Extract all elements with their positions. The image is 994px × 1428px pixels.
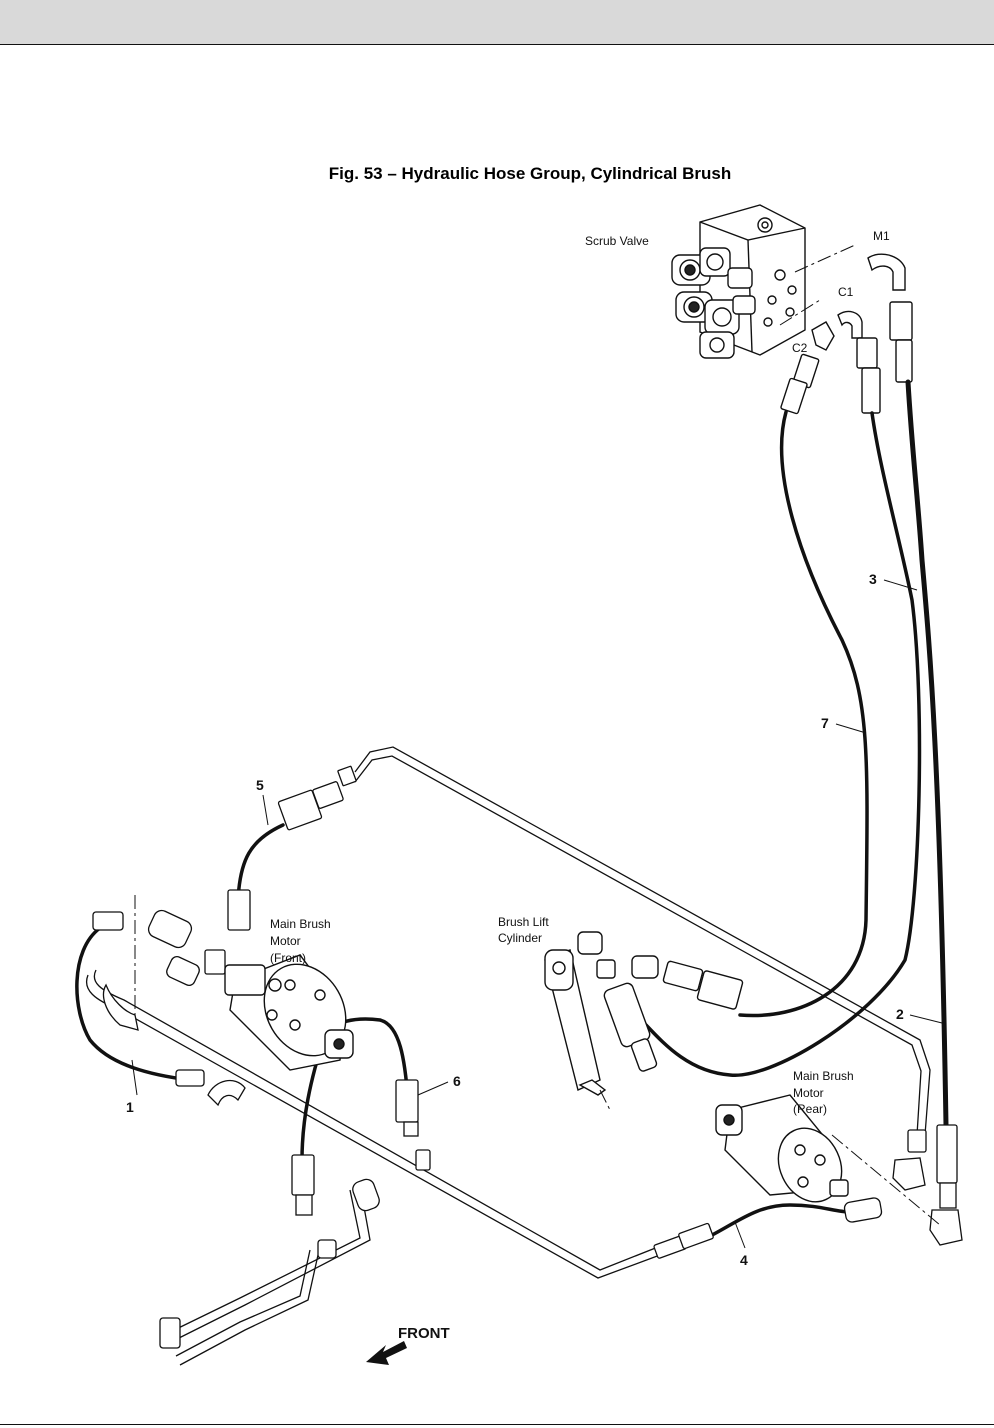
front-label: FRONT [398, 1325, 450, 1342]
motor-rear-label-1: Main Brush [793, 1069, 854, 1083]
hose-3 [644, 411, 922, 1077]
valve-fittings [780, 253, 913, 415]
hose-4 [688, 1203, 852, 1247]
hose-5 [236, 823, 285, 902]
hose-1 [75, 926, 192, 1082]
port-c2-label: C2 [792, 341, 808, 355]
callout-6: 6 [453, 1073, 461, 1089]
page-header-band [0, 0, 994, 45]
callout-2: 2 [896, 1006, 904, 1022]
center-lines [134, 244, 941, 1226]
motor-front-label-3: (Front) [270, 951, 306, 965]
scrub-valve [671, 204, 806, 359]
hose-2 [905, 379, 949, 1128]
page-footer-rule [0, 1424, 994, 1425]
fittings [92, 765, 963, 1349]
callouts [131, 579, 947, 1249]
brush-lift-cylinder [544, 931, 744, 1096]
steel-tubes [85, 746, 931, 1366]
brush-lift-label-1: Brush Lift [498, 915, 549, 929]
callout-1: 1 [126, 1099, 134, 1115]
motor-rear-label-2: Motor [793, 1086, 824, 1100]
scrub-valve-label: Scrub Valve [585, 234, 649, 248]
main-brush-motor-front [224, 954, 354, 1071]
port-c1-label: C1 [838, 285, 854, 299]
figure-title: Fig. 53 – Hydraulic Hose Group, Cylindri… [328, 164, 732, 183]
callout-5: 5 [256, 777, 264, 793]
port-m1-label: M1 [873, 229, 890, 243]
callout-7: 7 [821, 715, 829, 731]
hoses [75, 379, 949, 1247]
motor-rear-label-3: (Rear) [793, 1102, 827, 1116]
callout-4: 4 [740, 1252, 748, 1268]
main-brush-motor-rear [715, 1094, 849, 1203]
motor-front-label-2: Motor [270, 934, 301, 948]
callout-3: 3 [869, 571, 877, 587]
brush-lift-label-2: Cylinder [498, 931, 542, 945]
motor-front-label-1: Main Brush [270, 917, 331, 931]
hose-7 [738, 410, 869, 1018]
arrow-down-left-icon [366, 1341, 407, 1365]
